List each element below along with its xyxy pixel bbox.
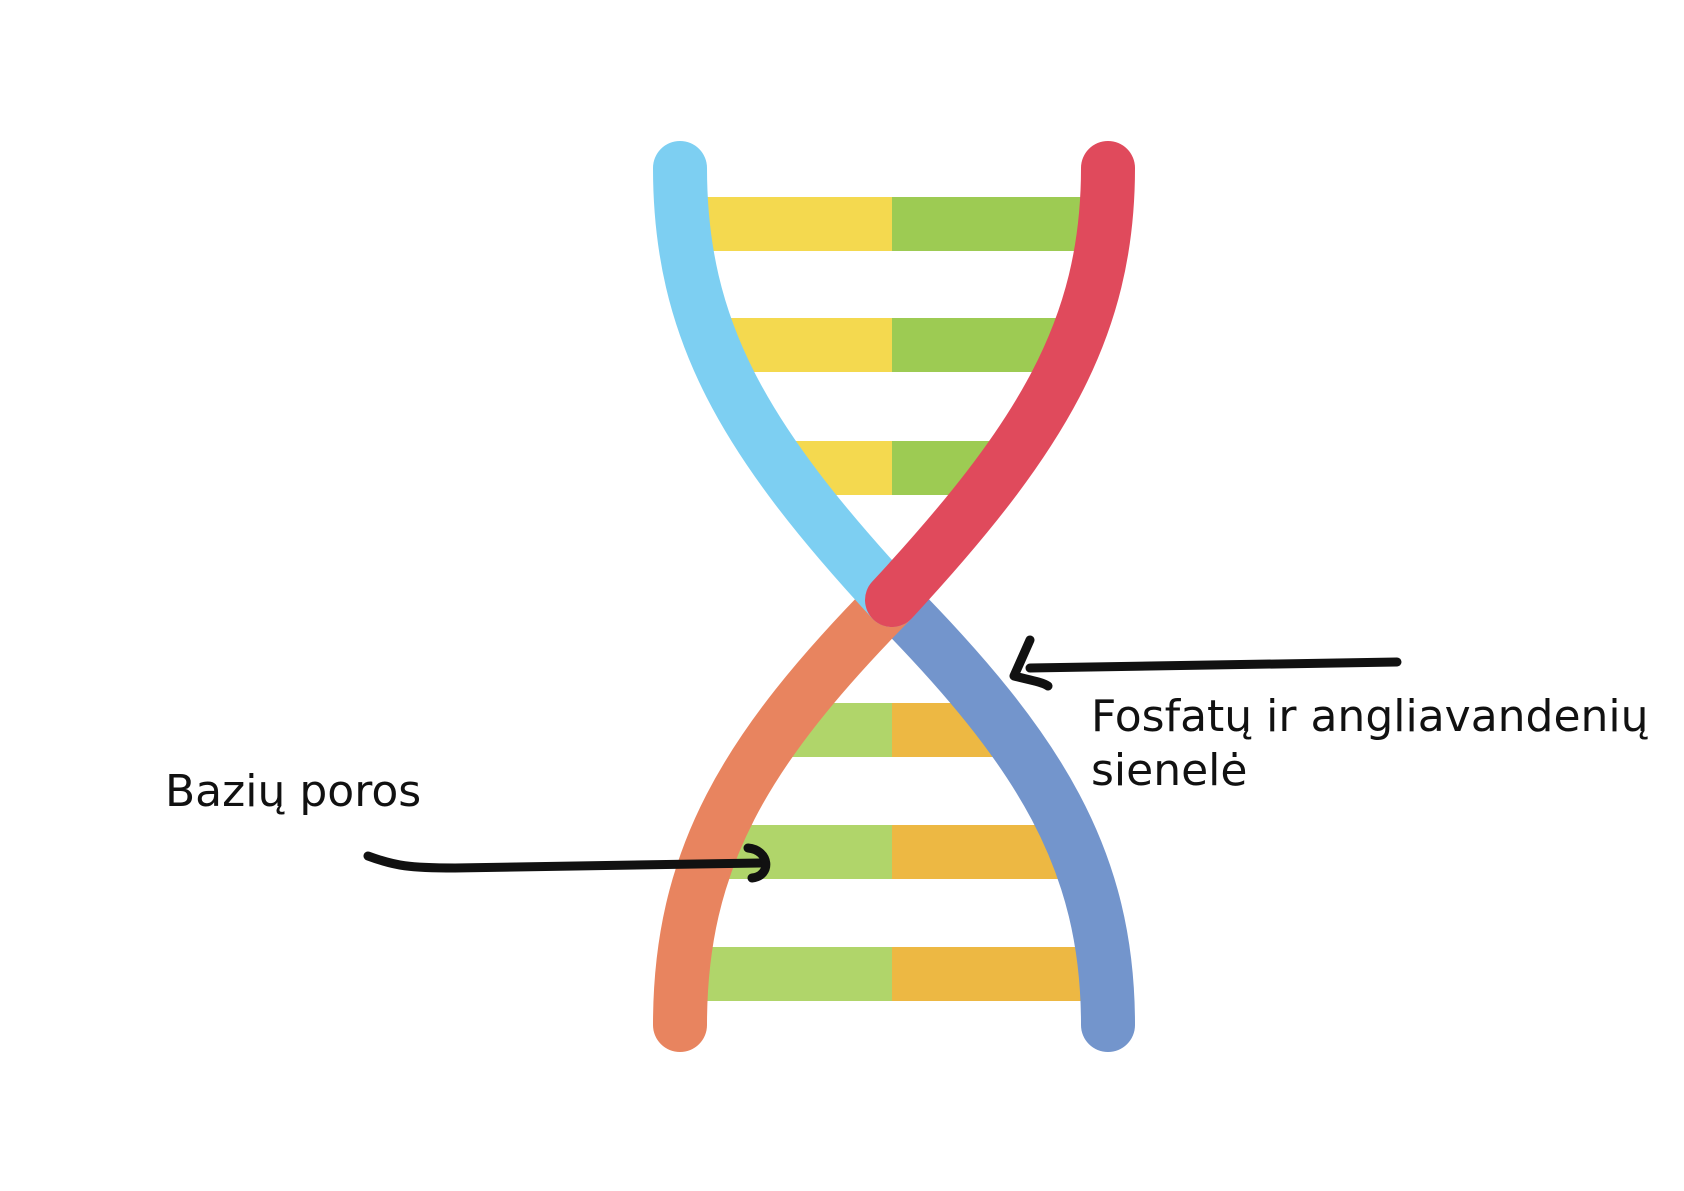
strand-lower-right	[865, 573, 1135, 1052]
backbone-arrowhead	[1009, 635, 1053, 691]
annotation-arrows	[363, 635, 1402, 883]
backbone-arrow	[1025, 657, 1402, 673]
backbone-label-line2: sienelė	[1091, 745, 1248, 796]
backbone-label: Fosfatų ir angliavandenių sienelė	[1091, 690, 1649, 798]
base-pair-1-left	[690, 197, 892, 251]
base-pair-5-right	[892, 825, 1067, 879]
strand-lower-left	[653, 573, 919, 1052]
strand-upper-right	[865, 141, 1135, 627]
backbone-strands	[653, 141, 1135, 1052]
backbone-label-line1: Fosfatų ir angliavandenių	[1091, 691, 1649, 742]
base-pairs-arrow	[363, 851, 765, 873]
strand-upper-left	[653, 141, 919, 627]
base-pair-6-right	[892, 947, 1092, 1001]
base-pair-6-left	[690, 947, 892, 1001]
base-pairs-label: Bazių poros	[165, 766, 422, 817]
base-pairs-arrowhead	[743, 843, 771, 883]
base-pair-1-right	[892, 197, 1092, 251]
